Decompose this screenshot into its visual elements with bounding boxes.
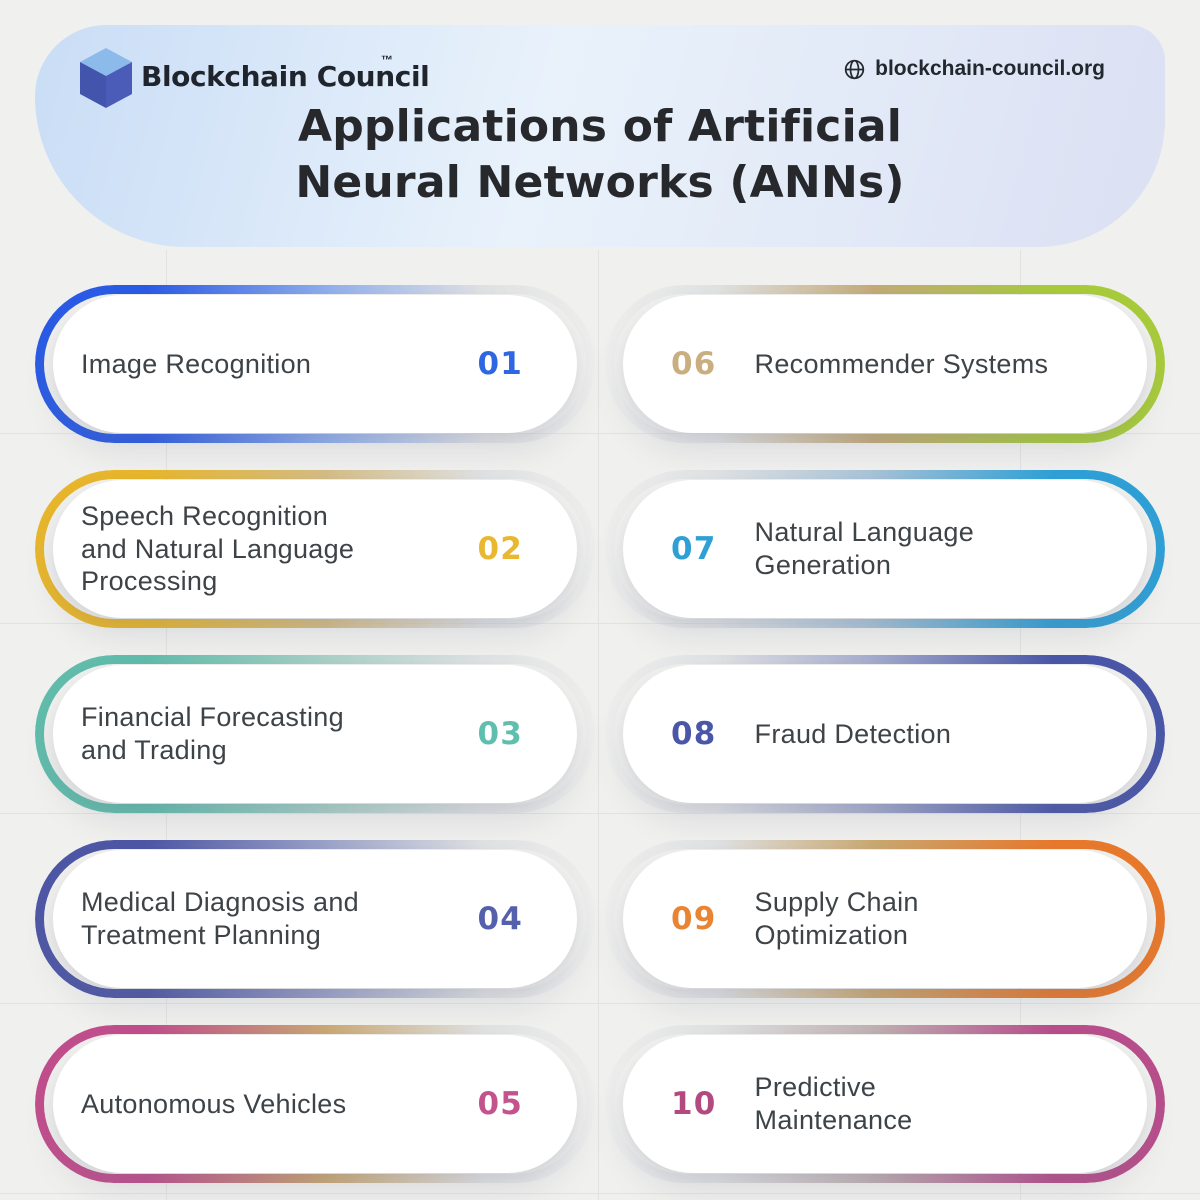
card-financial-forecasting-trading: Financial Forecasting and Trading 03: [35, 655, 595, 813]
card-fraud-detection: 08 Fraud Detection: [605, 655, 1165, 813]
header-banner: Blockchain Council ™ blockchain-council.…: [35, 25, 1165, 247]
card-number: 03: [477, 716, 523, 752]
card-body: Speech Recognition and Natural Language …: [53, 480, 577, 618]
background-grid-hline: [0, 623, 1200, 624]
card-body: Image Recognition 01: [53, 295, 577, 433]
card-body: Medical Diagnosis and Treatment Planning…: [53, 850, 577, 988]
page-title-line2: Neural Networks (ANNs): [295, 157, 905, 209]
card-label: Recommender Systems: [754, 348, 1049, 379]
background-grid-hline: [0, 1003, 1200, 1004]
background-grid-vline: [598, 250, 599, 1200]
page-title-line1: Applications of Artificial: [297, 101, 903, 152]
card-label: Financial Forecasting and Trading: [81, 702, 344, 765]
card-body: 10 Predictive Maintenance: [623, 1035, 1147, 1173]
card-body: 07 Natural Language Generation: [623, 480, 1147, 618]
card-label: Medical Diagnosis and Treatment Planning: [81, 887, 359, 950]
website-text: blockchain-council.org: [875, 57, 1105, 80]
card-recommender-systems: 06 Recommender Systems: [605, 285, 1165, 443]
card-body: 09 Supply Chain Optimization: [623, 850, 1147, 988]
card-body: Autonomous Vehicles 05: [53, 1035, 577, 1173]
card-number: 01: [477, 346, 523, 382]
page-title: Applications of Artificial Neural Networ…: [35, 99, 1165, 212]
card-number: 05: [477, 1086, 523, 1122]
card-label: Autonomous Vehicles: [81, 1088, 347, 1119]
background-grid-hline: [0, 813, 1200, 814]
card-medical-diagnosis-treatment-planning: Medical Diagnosis and Treatment Planning…: [35, 840, 595, 998]
trademark-symbol: ™: [381, 53, 393, 67]
card-number: 04: [477, 901, 523, 937]
card-label: Speech Recognition and Natural Language …: [81, 500, 355, 597]
card-autonomous-vehicles: Autonomous Vehicles 05: [35, 1025, 595, 1183]
card-number: 07: [671, 531, 717, 567]
card-label: Image Recognition: [81, 348, 312, 379]
card-number: 08: [671, 716, 717, 752]
background-grid-hline: [0, 1193, 1200, 1194]
card-body: Financial Forecasting and Trading 03: [53, 665, 577, 803]
card-predictive-maintenance: 10 Predictive Maintenance: [605, 1025, 1165, 1183]
card-speech-recognition-nlp: Speech Recognition and Natural Language …: [35, 470, 595, 628]
card-label: Supply Chain Optimization: [754, 887, 919, 950]
card-label: Natural Language Generation: [754, 517, 975, 580]
card-body: 06 Recommender Systems: [623, 295, 1147, 433]
blockchain-council-logo-cube-icon: [80, 48, 132, 108]
card-number: 06: [671, 346, 717, 382]
background-grid-hline: [0, 433, 1200, 434]
globe-icon: [844, 59, 865, 79]
card-supply-chain-optimization: 09 Supply Chain Optimization: [605, 840, 1165, 998]
card-number: 10: [671, 1086, 717, 1122]
applications-grid: Image Recognition 01 06 Recommender Syst…: [35, 285, 1165, 1183]
brand-name: Blockchain Council: [141, 60, 430, 93]
card-label: Fraud Detection: [754, 718, 952, 749]
card-number: 02: [477, 531, 523, 567]
card-label: Predictive Maintenance: [754, 1072, 913, 1135]
website-url: blockchain-council.org: [843, 57, 1105, 81]
card-image-recognition: Image Recognition 01: [35, 285, 595, 443]
card-natural-language-generation: 07 Natural Language Generation: [605, 470, 1165, 628]
card-body: 08 Fraud Detection: [623, 665, 1147, 803]
card-number: 09: [671, 901, 717, 937]
